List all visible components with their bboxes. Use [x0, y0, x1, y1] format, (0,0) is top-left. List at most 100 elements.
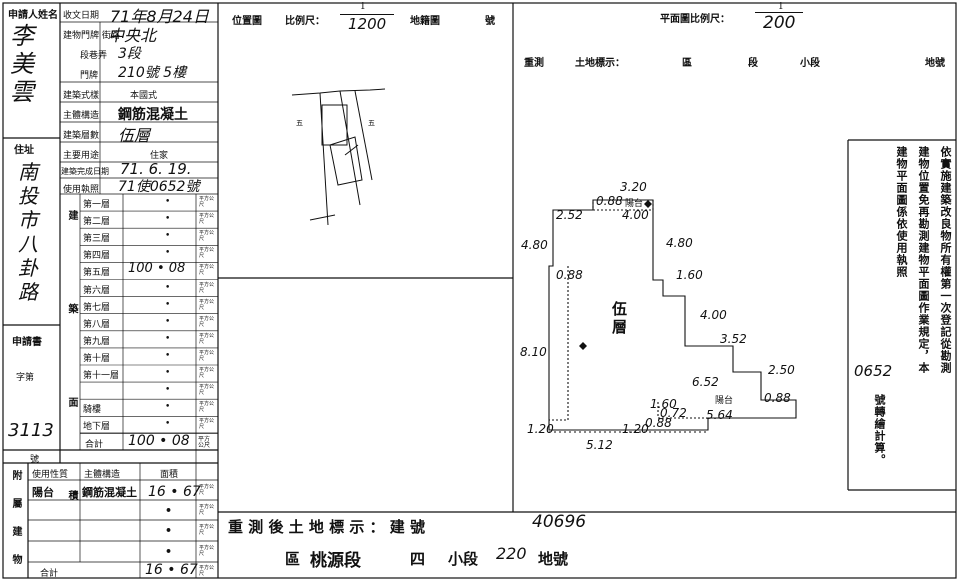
floor-area-value: • [165, 231, 171, 242]
dimension-label: 4.80 [521, 238, 548, 252]
parcel-label: 地號 [925, 58, 945, 69]
section-label: 段 [748, 58, 758, 69]
book-number: 3113 [8, 420, 54, 441]
license-label: 使用執照 [63, 185, 100, 195]
floor-area-unit: 平方公尺 [199, 418, 215, 431]
balcony-label-top: 陽台 [625, 199, 644, 209]
location-scale-top: 1 [360, 2, 366, 12]
attached-area-unit: 平方公尺 [199, 504, 215, 516]
footer-subsection-value: 四 [410, 550, 426, 568]
dimension-label: 1.60 [676, 268, 703, 282]
attached-label: 附屬建物 [10, 470, 21, 582]
floor-area-unit: 平方公尺 [199, 230, 215, 243]
floor-area-value: 100 • 08 [128, 261, 186, 277]
plan-scale-bottom: 200 [755, 12, 804, 33]
floor-area-unit: 平方公尺 [199, 315, 215, 328]
location-map-title: 位置圖 [232, 16, 262, 27]
floor-area-value: • [165, 248, 171, 259]
dimension-label: 8.10 [520, 345, 547, 359]
floors-value: 伍層 [118, 126, 151, 145]
floor-area-value: • [165, 385, 171, 396]
floor-area-unit: 平方公尺 [199, 401, 215, 414]
floor-label: 第五層 [83, 268, 111, 279]
attached-area: 16 • 67 [148, 484, 201, 500]
floor-area-unit: 平方公尺 [199, 247, 215, 260]
floor-area-value: • [165, 299, 171, 310]
footer-parcel-value: 220 [496, 544, 527, 563]
dimension-label: 4.00 [622, 208, 649, 222]
book-word-label: 字第 [16, 373, 35, 383]
floor-area-value: • [165, 333, 171, 344]
dimension-label: 0.88 [556, 268, 583, 282]
footer-subsection-label: 小段 [448, 550, 479, 568]
subsection-label: 小段 [800, 58, 820, 69]
floor-area-unit: 平方公尺 [199, 213, 215, 226]
structure-value: 鋼筋混凝土 [118, 107, 188, 123]
total-label: 合計 [85, 440, 104, 450]
attached-use: 陽台 [32, 486, 54, 499]
floor-area-unit: 平方公尺 [199, 196, 215, 208]
dimension-label: 0.72 [660, 406, 687, 420]
style-value: 本國式 [130, 91, 158, 101]
plan-notes: 依實施建築改良物所有權第一次登記從勘測建物位置免再勘測建物平面圖作業規定，本建物… [852, 146, 952, 486]
floor-area-value: • [165, 402, 171, 413]
dimension-label: 5.12 [586, 438, 613, 452]
floor-area-value: • [165, 368, 171, 378]
floor-plan-drawing [548, 199, 797, 433]
completion-value: 71. 6. 19. [120, 160, 192, 178]
attached-area: • [165, 545, 173, 558]
resurvey-label: 重測 [524, 58, 544, 69]
lane-label: 段巷弄 [80, 51, 108, 61]
footer-building-number: 40696 [532, 512, 587, 532]
attached-total-unit: 平方公尺 [199, 565, 215, 577]
applicant-name: 李美雲 [10, 22, 34, 106]
floor-area-value: • [165, 214, 171, 225]
floor-label: 騎樓 [83, 405, 102, 416]
structure-label: 主體構造 [63, 111, 100, 121]
license-value: 71使0652號 [118, 179, 200, 195]
dimension-label: 4.00 [700, 308, 727, 322]
attached-area: • [165, 524, 173, 537]
svg-text:五: 五 [368, 119, 375, 127]
total-value: 100 • 08 [128, 433, 190, 449]
dimension-label: 6.52 [692, 375, 719, 389]
location-map-sketch: 五 五 [291, 88, 386, 226]
land-label: 土地標示： [575, 58, 625, 69]
lane-value: 3段 [118, 46, 141, 62]
use-label: 主要用途 [63, 151, 100, 161]
dimension-label: 0.88 [645, 416, 672, 430]
total-unit: 平方公尺 [198, 436, 211, 449]
dimension-label: 3.52 [720, 332, 747, 346]
attached-total-value: 16 • 67 [145, 562, 198, 578]
number-value: 210號 5樓 [118, 65, 187, 81]
footer-parcel-label: 地號 [538, 550, 569, 568]
floor-name: 伍層 [612, 300, 628, 336]
dimension-label: 4.80 [666, 236, 693, 250]
floor-area-unit: 平方公尺 [199, 332, 215, 345]
attached-area-unit: 平方公尺 [199, 545, 215, 557]
application-book-label: 申請書 [12, 337, 42, 348]
floor-label: 第六層 [83, 285, 111, 296]
area-section-label: 建 築 面 積 [66, 210, 77, 541]
dimension-label: 1.20 [622, 422, 649, 436]
receive-date-label: 收文日期 [63, 11, 100, 21]
book-hao-label: 號 [30, 455, 40, 465]
note-column: 建物位置免再勘測建物平面圖作業規定，本 [917, 146, 930, 374]
receive-date-value: 71年8月24日 [110, 7, 209, 26]
location-scale-label: 比例尺： [285, 16, 325, 27]
floor-label: 第八層 [83, 319, 111, 330]
floor-area-value: • [165, 282, 171, 293]
floor-area-unit: 平方公尺 [199, 384, 215, 397]
dimension-label: 5.64 [706, 408, 733, 422]
floor-label: 第四層 [83, 251, 111, 262]
attached-area-unit: 平方公尺 [199, 484, 215, 496]
floor-area-unit: 平方公尺 [199, 298, 215, 311]
street-label: 建物門牌 街路 [63, 31, 120, 41]
footer-section-value: 桃源段 [310, 551, 361, 571]
floor-area-unit: 平方公尺 [199, 349, 215, 362]
floor-label: 第一層 [83, 200, 111, 210]
floors-label: 建築層數 [63, 131, 100, 141]
applicant-label: 申請人姓名 [8, 10, 58, 21]
dimension-label: 1.60 [650, 397, 677, 411]
